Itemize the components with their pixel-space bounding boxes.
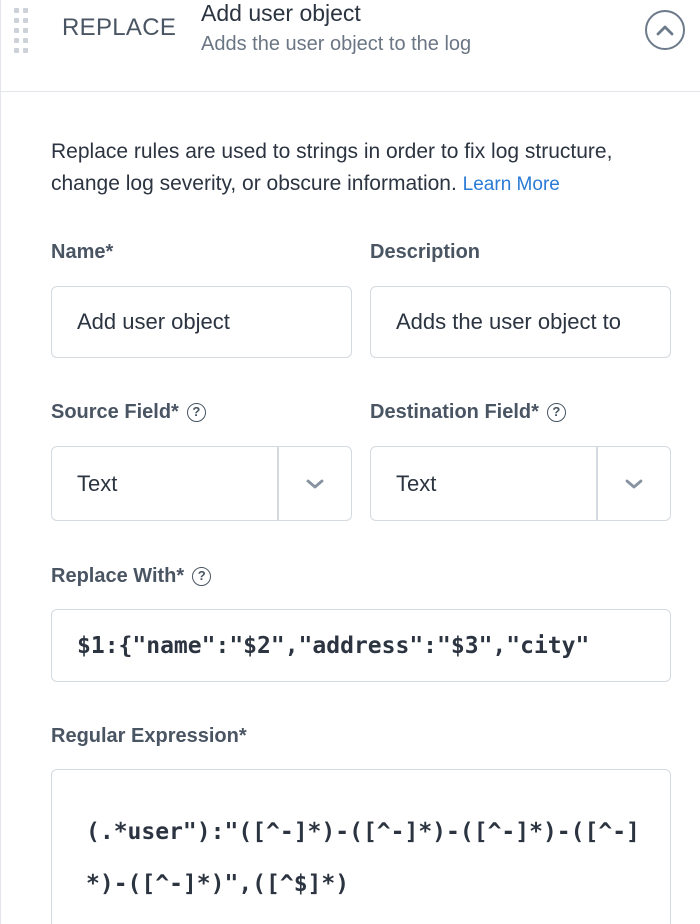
description-label: Description bbox=[370, 241, 480, 264]
name-label: Name* bbox=[51, 241, 113, 264]
source-field-label-text: Source Field* bbox=[51, 401, 179, 423]
chevron-down-icon[interactable] bbox=[278, 447, 352, 520]
name-label-text: Name* bbox=[51, 241, 114, 263]
question-circle-icon[interactable]: ? bbox=[546, 403, 566, 422]
regular-expression-label: Regular Expression* bbox=[51, 725, 247, 748]
source-field-value: Text bbox=[77, 470, 118, 496]
learn-more-link[interactable]: Learn More bbox=[462, 174, 560, 195]
collapse-button[interactable] bbox=[645, 10, 685, 50]
regular-expression-value: (.*user"):"([^-]*)-([^-]*)-([^-]*)-([^-]… bbox=[86, 819, 640, 897]
destination-field-select[interactable]: Text bbox=[370, 446, 671, 521]
description-input[interactable]: Adds the user object to bbox=[370, 286, 671, 358]
destination-field-label-text: Destination Field* bbox=[370, 401, 539, 423]
intro-body: Replace rules are used to strings in ord… bbox=[51, 140, 613, 195]
select-divider bbox=[277, 447, 279, 520]
rule-subtitle: Adds the user object to the log bbox=[201, 33, 472, 55]
intro-text: Replace rules are used to strings in ord… bbox=[51, 136, 661, 201]
source-field-label: Source Field* ? bbox=[51, 401, 206, 424]
question-circle-icon[interactable]: ? bbox=[186, 403, 206, 422]
replace-with-input[interactable]: $1:{"name":"$2","address":"$3","city" bbox=[51, 609, 671, 682]
chevron-down-icon[interactable] bbox=[597, 447, 671, 520]
name-input[interactable]: Add user object bbox=[51, 286, 352, 358]
replace-with-label: Replace With* ? bbox=[51, 565, 212, 588]
rule-type-label: REPLACE bbox=[62, 14, 177, 41]
select-divider bbox=[596, 447, 598, 520]
chevron-up-icon bbox=[656, 25, 674, 36]
destination-field-label: Destination Field* ? bbox=[370, 401, 566, 424]
replace-with-label-text: Replace With* bbox=[51, 565, 185, 587]
rule-header[interactable]: REPLACE Add user object Adds the user ob… bbox=[1, 0, 700, 92]
question-circle-icon[interactable]: ? bbox=[192, 567, 212, 586]
description-label-text: Description bbox=[370, 241, 481, 263]
rule-title: Add user object bbox=[201, 0, 361, 26]
regular-expression-textarea[interactable]: (.*user"):"([^-]*)-([^-]*)-([^-]*)-([^-]… bbox=[51, 769, 671, 924]
destination-field-value: Text bbox=[396, 470, 437, 496]
drag-handle-icon[interactable] bbox=[14, 8, 34, 54]
source-field-select[interactable]: Text bbox=[51, 446, 352, 521]
regular-expression-label-text: Regular Expression* bbox=[51, 725, 247, 747]
